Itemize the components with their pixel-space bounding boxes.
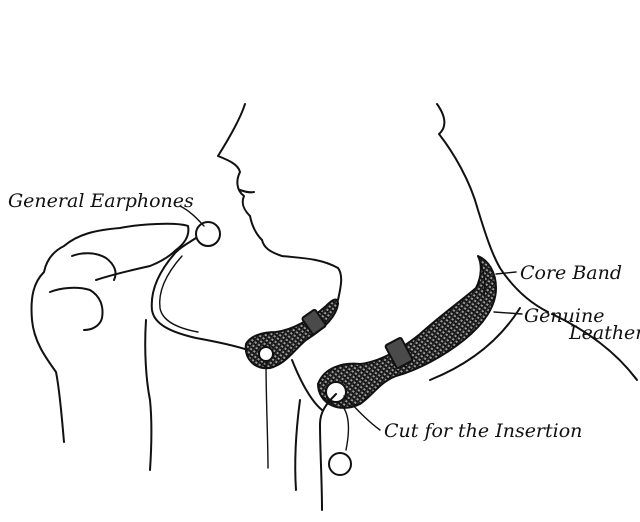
label-cut-for-insertion: Cut for the Insertion [384,420,583,442]
shoulder-line [551,313,638,381]
earphone-cable-hand [150,251,249,351]
throat-line [291,359,323,411]
label-general-earphones: General Earphones [8,190,194,212]
earphone-bud-hand [195,221,221,247]
neck-right-outline [436,103,549,313]
earphone-stem-hand [175,237,197,253]
core-band-inner [477,255,486,297]
label-core-band: Core Band [520,262,623,284]
wrist-line [144,319,153,471]
earphone-bud-right [328,452,352,476]
leader-genuine-leather [493,311,523,315]
collar-line [429,307,521,381]
earphone-cable-right [319,393,337,511]
left-band-cable [265,361,269,469]
mouth-line [239,189,255,194]
core-band-loop [384,337,414,369]
hand-outline [30,222,190,443]
left-band-hole [258,346,274,362]
core-band [317,255,497,409]
leader-core-band [495,271,517,275]
neck-left-lower [294,399,301,491]
label-leather: Leather [569,322,640,344]
earphone-cable-right-2 [337,401,350,451]
face-profile [217,103,343,301]
core-band-hole [325,381,347,403]
leader-earphones [179,205,205,227]
earphone-cable-hand-outer [159,255,199,333]
left-band-loop [301,309,327,335]
leader-cut [343,395,381,431]
label-genuine: Genuine [524,305,605,327]
